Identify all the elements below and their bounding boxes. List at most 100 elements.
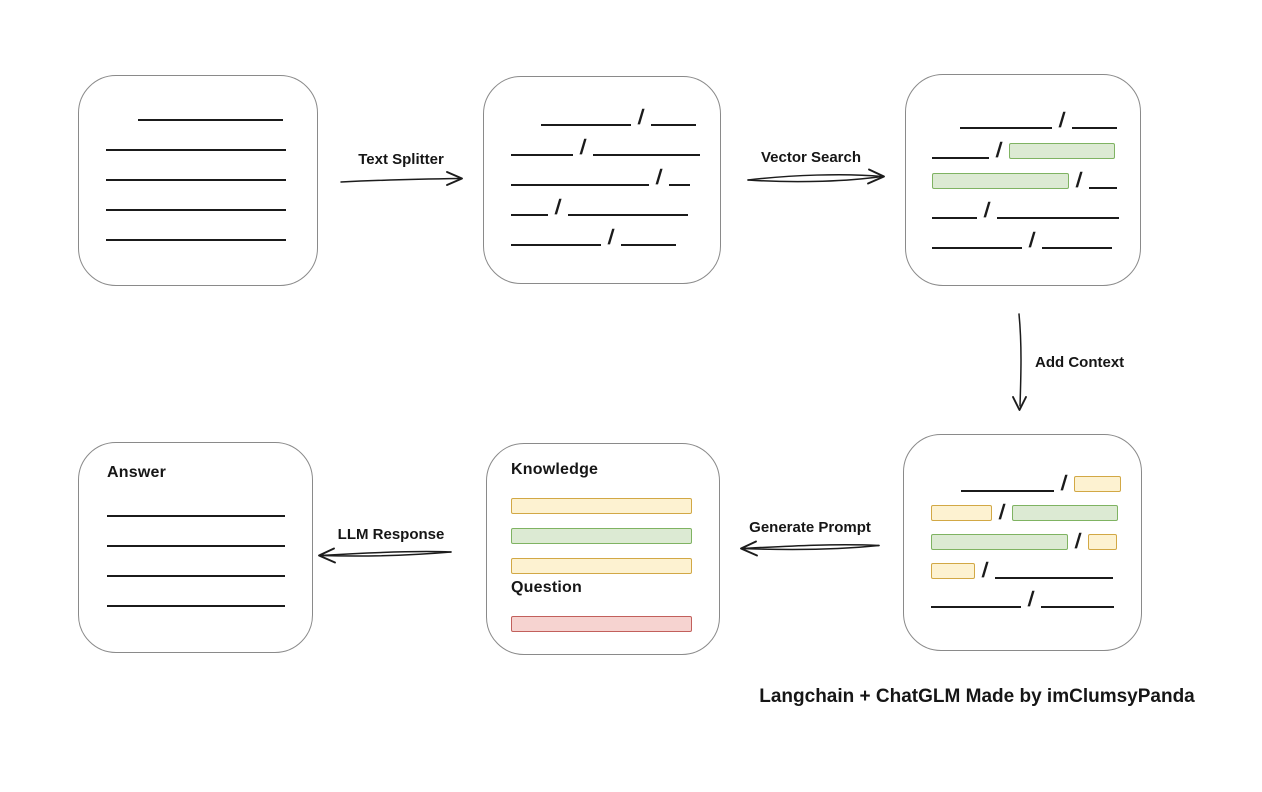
chunk-separator: / xyxy=(1027,229,1037,252)
text-line xyxy=(511,154,573,156)
text-row xyxy=(107,517,312,547)
chunk-separator: / xyxy=(606,226,616,249)
text-row xyxy=(511,514,719,544)
highlight-bar-yellow xyxy=(511,558,692,574)
text-row: / xyxy=(511,156,720,189)
text-line xyxy=(1071,127,1117,129)
highlight-bar-green xyxy=(931,534,1068,550)
text-row xyxy=(511,544,719,574)
answer-label: Answer xyxy=(107,464,166,481)
text-line xyxy=(567,214,688,216)
text-line xyxy=(107,605,285,607)
text-line xyxy=(107,575,285,577)
text-line xyxy=(960,127,1052,129)
knowledge-label: Knowledge xyxy=(511,461,599,478)
text-row xyxy=(107,487,312,517)
text-row: / xyxy=(511,126,720,159)
chunk-separator: / xyxy=(997,501,1007,524)
llm-response-label: LLM Response xyxy=(337,526,445,543)
indent-gap xyxy=(511,125,534,126)
indent-gap xyxy=(931,491,954,492)
text-row xyxy=(511,484,719,514)
highlight-bar-red xyxy=(511,616,692,632)
indent-gap xyxy=(932,128,953,129)
text-line xyxy=(932,157,989,159)
highlight-bar-green xyxy=(1011,505,1118,521)
generate-prompt-arrow xyxy=(740,540,880,557)
generate-prompt-label: Generate Prompt xyxy=(749,519,871,536)
highlight-bar-yellow xyxy=(931,505,992,521)
source-document-box xyxy=(78,75,318,286)
highlight-bar-green xyxy=(511,528,692,544)
split-chunks-box: / / / / / xyxy=(483,76,721,284)
chunk-separator: / xyxy=(1074,169,1084,192)
chunk-separator: / xyxy=(553,196,563,219)
highlight-bar-yellow xyxy=(931,563,975,579)
text-line xyxy=(1088,187,1117,189)
text-line xyxy=(107,515,285,517)
text-row: / xyxy=(931,492,1141,524)
text-row xyxy=(107,547,312,577)
text-line xyxy=(931,606,1021,608)
highlight-bar-green xyxy=(932,173,1069,189)
text-line xyxy=(1040,606,1114,608)
text-line xyxy=(668,184,690,186)
chunk-separator: / xyxy=(980,559,990,582)
text-line xyxy=(106,239,286,241)
text-line xyxy=(1041,247,1112,249)
answer-box: Answer xyxy=(78,442,313,653)
highlight-bar-green xyxy=(1008,143,1115,159)
text-splitter-label: Text Splitter xyxy=(358,151,444,168)
highlight-bar-yellow xyxy=(511,498,692,514)
prompt-box: Knowledge Question xyxy=(486,443,720,655)
question-label: Question xyxy=(511,579,582,596)
text-row: / xyxy=(932,129,1140,162)
highlight-bar-yellow xyxy=(1087,534,1117,550)
text-line xyxy=(511,244,601,246)
diagram-caption: Langchain + ChatGLM Made by imClumsyPand… xyxy=(759,686,1195,707)
chunk-separator: / xyxy=(1059,472,1069,495)
text-row: / xyxy=(932,99,1140,132)
text-line xyxy=(541,124,631,126)
text-row xyxy=(107,577,312,607)
text-line xyxy=(106,179,286,181)
indent-gap xyxy=(106,120,131,121)
text-line xyxy=(138,119,283,121)
vector-search-label: Vector Search xyxy=(760,149,862,166)
text-line xyxy=(961,490,1054,492)
text-splitter-arrow xyxy=(340,171,463,186)
text-line xyxy=(650,124,696,126)
highlight-bar-yellow xyxy=(1073,476,1121,492)
vector-search-arrow xyxy=(747,168,885,185)
text-line xyxy=(106,209,286,211)
knowledge-bars xyxy=(511,484,719,574)
add-context-arrow xyxy=(1012,313,1027,411)
text-row: / xyxy=(511,96,720,129)
chunk-separator: / xyxy=(982,199,992,222)
text-row: / xyxy=(931,521,1141,553)
text-row xyxy=(106,91,317,121)
text-line xyxy=(106,149,286,151)
text-row: / xyxy=(932,189,1140,222)
chunk-separator: / xyxy=(636,106,646,129)
text-row xyxy=(106,121,317,151)
chunk-separator: / xyxy=(654,166,664,189)
text-row: / xyxy=(932,219,1140,252)
text-row xyxy=(106,211,317,241)
text-line xyxy=(994,577,1113,579)
text-row xyxy=(106,151,317,181)
chunk-separator: / xyxy=(1026,588,1036,611)
chunk-separator: / xyxy=(1073,530,1083,553)
text-row: / xyxy=(932,159,1140,192)
context-chunks-box: / / / / / xyxy=(903,434,1142,651)
text-line xyxy=(620,244,676,246)
text-line xyxy=(932,217,977,219)
text-line xyxy=(592,154,700,156)
text-row: / xyxy=(931,550,1141,582)
vector-matches-box: ///// xyxy=(905,74,1141,286)
text-row xyxy=(106,181,317,211)
answer-lines xyxy=(107,487,312,607)
text-line xyxy=(996,217,1119,219)
chunk-separator: / xyxy=(578,136,588,159)
